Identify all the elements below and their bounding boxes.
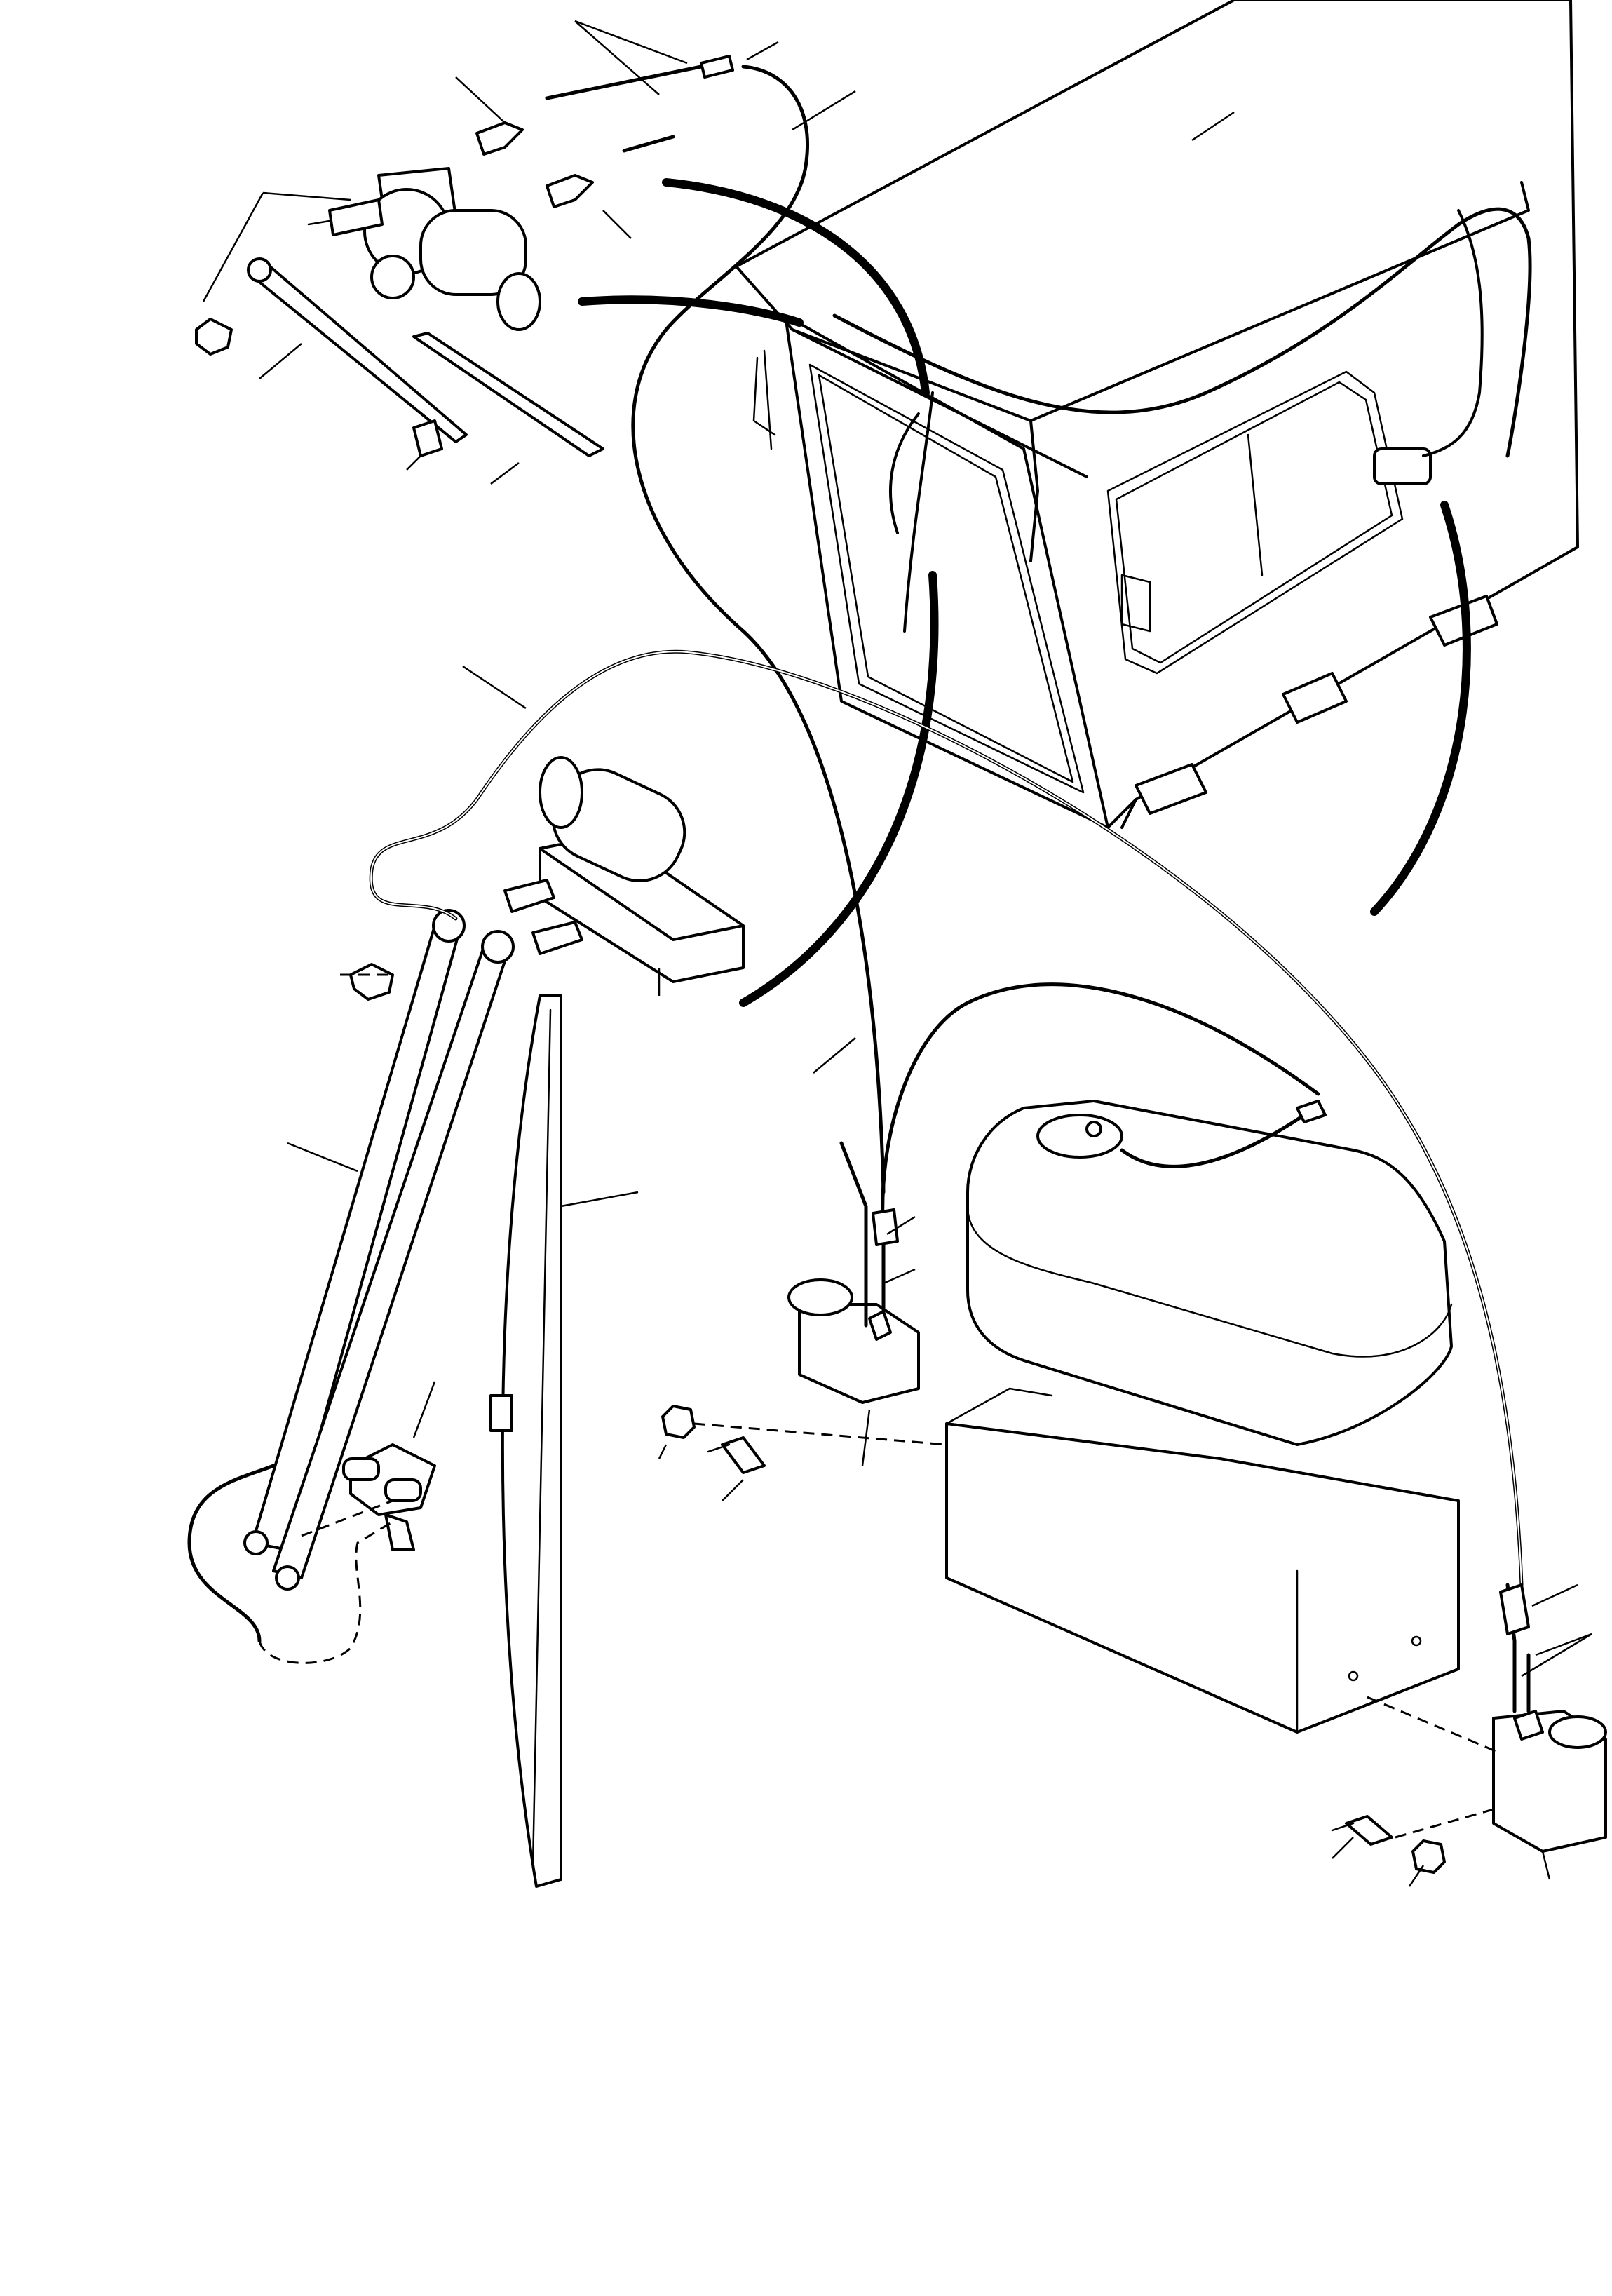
washer-pump-left (661, 982, 1320, 1474)
pointer-arrows (578, 178, 1471, 1007)
washer-tank (945, 1100, 1460, 1734)
washer-pump-right (1331, 1583, 1607, 1874)
cab (735, 0, 1579, 829)
rear-wiper-motor-assembly (187, 649, 1524, 1888)
front-wiper-motor-assembly (195, 55, 886, 1194)
leader-lines-pump-left (658, 1215, 916, 1501)
leader-lines-top (202, 20, 1235, 485)
leader-lines-right (1332, 1583, 1592, 1887)
leader-lines-middle (287, 665, 856, 1438)
